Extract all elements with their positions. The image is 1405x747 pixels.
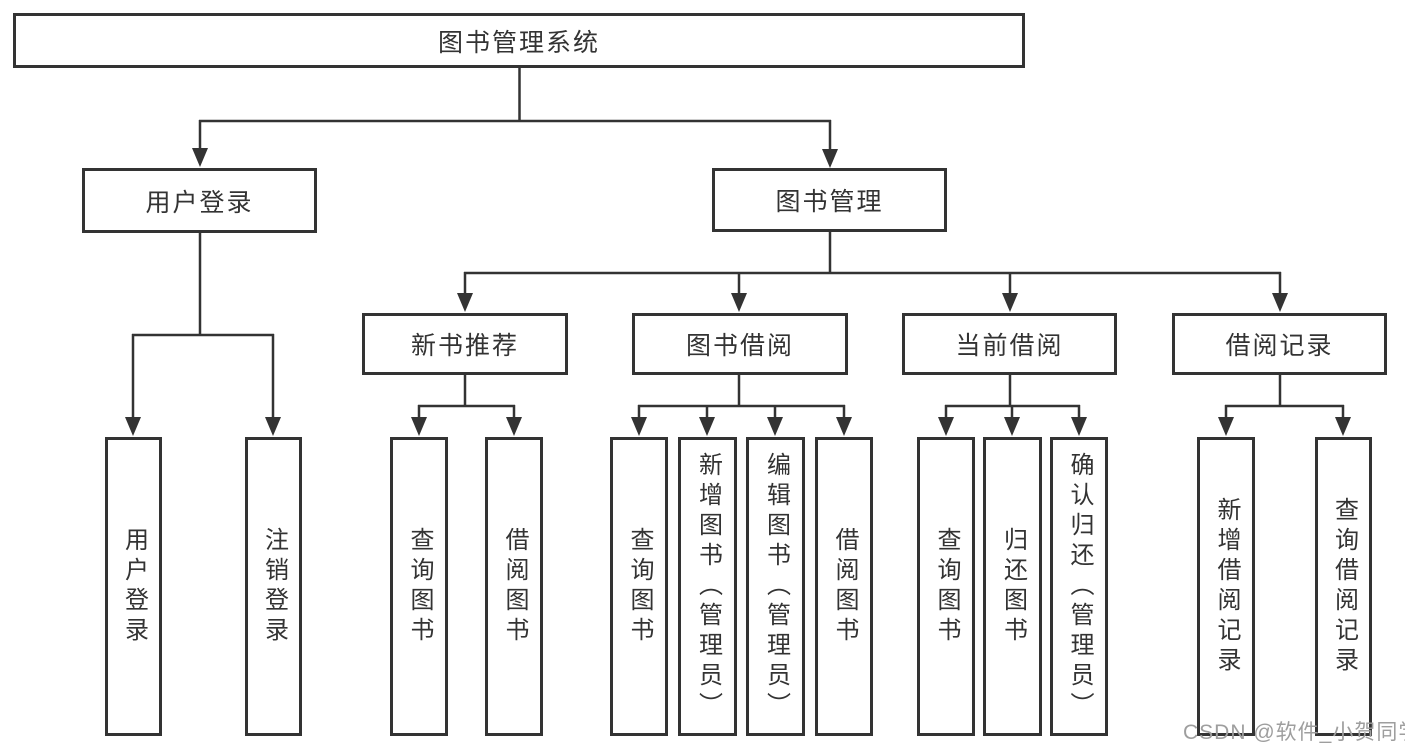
node-label: 图书管理系统 xyxy=(437,28,600,57)
leaf-return-books: 归还图书 xyxy=(983,437,1042,736)
node-label: 新书推荐 xyxy=(410,332,519,360)
leaf-label: 查询图书 xyxy=(933,526,960,647)
leaf-label: 新增借阅记录 xyxy=(1213,496,1240,677)
node-current-borrowing: 当前借阅 xyxy=(902,313,1117,375)
leaf-label: 借阅图书 xyxy=(501,526,528,647)
leaf-user-login: 用户登录 xyxy=(105,437,162,736)
leaf-label: 编辑图书（管理员） xyxy=(762,451,790,722)
leaf-label: 新增图书（管理员） xyxy=(694,451,722,722)
node-book-borrowing: 图书借阅 xyxy=(632,313,848,375)
leaf-label: 注销登录 xyxy=(260,526,288,647)
connector-segments xyxy=(131,68,1345,419)
node-borrowing-records: 借阅记录 xyxy=(1172,313,1387,375)
csdn-watermark: CSDN @软件_小贺同学 xyxy=(1183,721,1405,744)
leaf-add-borrow-record: 新增借阅记录 xyxy=(1197,437,1255,736)
leaf-label: 归还图书 xyxy=(999,526,1027,647)
leaf-query-books: 查询图书 xyxy=(610,437,668,736)
node-label: 图书管理 xyxy=(775,188,884,216)
leaf-label: 用户登录 xyxy=(120,526,148,647)
leaf-label: 查询图书 xyxy=(406,526,433,647)
leaf-label: 查询借阅记录 xyxy=(1330,496,1358,677)
leaf-query-borrow-record: 查询借阅记录 xyxy=(1315,437,1372,736)
leaf-edit-book-admin: 编辑图书（管理员） xyxy=(746,437,805,736)
leaf-query-books: 查询图书 xyxy=(917,437,975,736)
leaf-label: 查询图书 xyxy=(626,526,653,647)
node-label: 借阅记录 xyxy=(1225,332,1334,360)
leaf-query-books: 查询图书 xyxy=(390,437,448,736)
node-user-login: 用户登录 xyxy=(82,168,317,233)
node-library-management-system: 图书管理系统 xyxy=(13,13,1025,68)
leaf-borrow-books: 借阅图书 xyxy=(485,437,543,736)
node-label: 图书借阅 xyxy=(685,332,794,360)
node-book-management: 图书管理 xyxy=(712,168,947,232)
leaf-logout: 注销登录 xyxy=(245,437,302,736)
node-new-book-recommendation: 新书推荐 xyxy=(362,313,568,375)
leaf-borrow-books: 借阅图书 xyxy=(815,437,873,736)
node-label: 当前借阅 xyxy=(955,332,1064,360)
leaf-add-book-admin: 新增图书（管理员） xyxy=(678,437,737,736)
node-label: 用户登录 xyxy=(145,188,254,217)
leaf-label: 确认归还（管理员） xyxy=(1066,451,1093,722)
leaf-label: 借阅图书 xyxy=(831,526,858,647)
leaf-confirm-return-admin: 确认归还（管理员） xyxy=(1050,437,1108,736)
